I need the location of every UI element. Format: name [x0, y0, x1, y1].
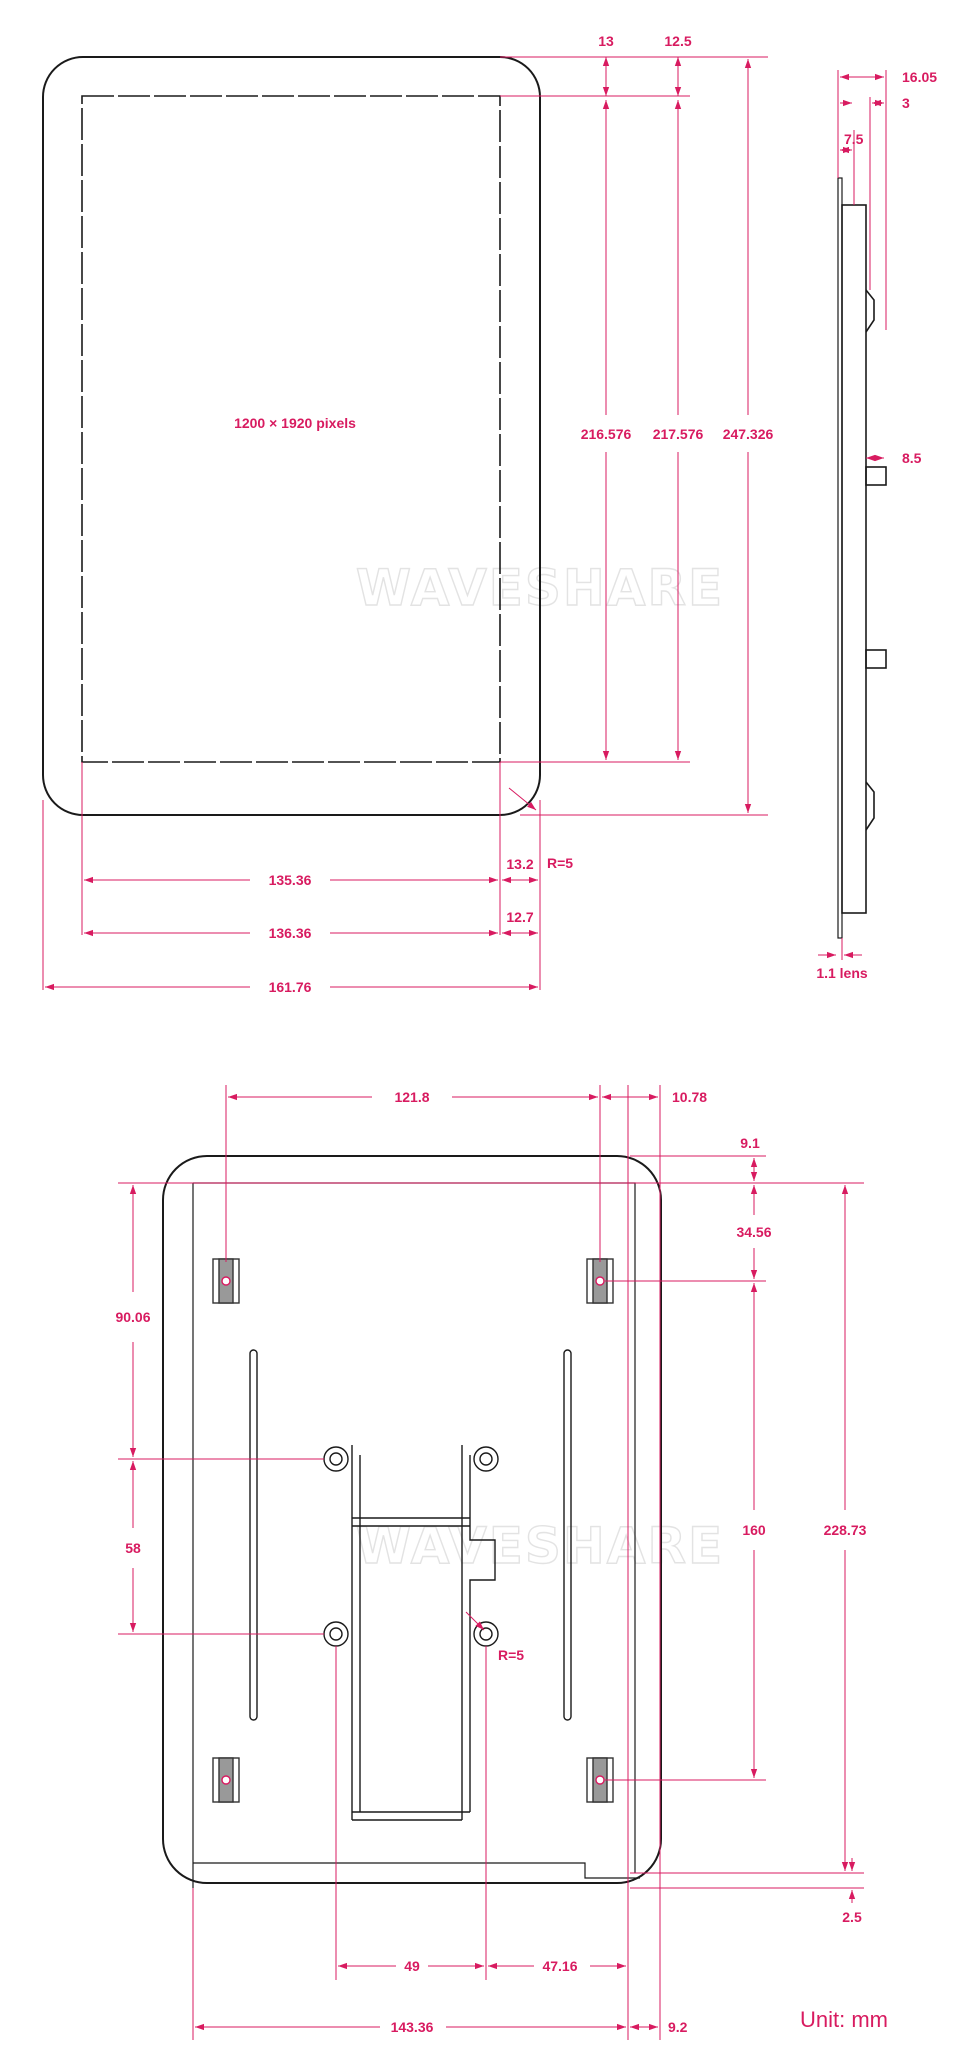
- active-height-label: 216.576: [581, 426, 632, 442]
- outline-height-label: 247.326: [723, 426, 774, 442]
- hinge-clip: [212, 1258, 240, 1304]
- back-view: 121.8 10.78 9.1 34.56 160 228.73 2.5 90.…: [115, 1085, 867, 2040]
- side-bracket-bottom: [865, 781, 875, 831]
- bottom-margin-label: 2.5: [842, 1909, 862, 1925]
- edge-margin-label: 9.2: [668, 2019, 688, 2035]
- vesa-top-label: 90.06: [115, 1309, 150, 1325]
- side-bracket-top: [865, 289, 875, 333]
- front-radius-label: R=5: [547, 855, 573, 871]
- back-radius-label: R=5: [498, 1647, 524, 1663]
- step-label: 7.5: [844, 131, 864, 147]
- bezel-side-label: 13.2: [506, 856, 533, 872]
- vent-slot-left: [249, 1349, 258, 1721]
- vesa-hole: [473, 1621, 499, 1647]
- active-area: [81, 95, 501, 763]
- back-outline: [162, 1155, 662, 1884]
- hinge-spacing-label: 121.8: [394, 1089, 429, 1105]
- back-width-label: 143.36: [391, 2019, 434, 2035]
- vesa-pitch-label: 58: [125, 1540, 141, 1556]
- side-connector-2: [865, 649, 887, 669]
- lens-label: 1.1 lens: [816, 965, 868, 981]
- side-connector-1: [865, 466, 887, 486]
- vent-slot-right: [563, 1349, 572, 1721]
- side-view: 16.05 3 7.5 8.5 1.1 lens: [816, 69, 937, 981]
- display-width-label: 136.36: [269, 925, 312, 941]
- unit-label: Unit: mm: [800, 2007, 888, 2032]
- side-body: [841, 204, 867, 914]
- top-margin-label: 9.1: [740, 1135, 760, 1151]
- bezel-top-inner-label: 12.5: [664, 33, 691, 49]
- total-thickness-label: 16.05: [902, 69, 937, 85]
- vesa-hole: [323, 1446, 349, 1472]
- vesa-hole: [473, 1446, 499, 1472]
- outline-width-label: 161.76: [269, 979, 312, 995]
- display-height-label: 217.576: [653, 426, 704, 442]
- active-width-label: 135.36: [269, 872, 312, 888]
- hinge-clip: [212, 1757, 240, 1803]
- front-outline: [42, 56, 541, 816]
- panel-thickness-label: 3: [902, 95, 910, 111]
- vesa-right-label: 47.16: [542, 1958, 577, 1974]
- bezel-top-label: 13: [598, 33, 614, 49]
- hinge-pitch-label: 160: [742, 1522, 766, 1538]
- back-height-label: 228.73: [824, 1522, 867, 1538]
- vesa-width-label: 49: [404, 1958, 420, 1974]
- vesa-hole: [323, 1621, 349, 1647]
- hinge-clip: [586, 1757, 614, 1803]
- connector-label: 8.5: [902, 450, 922, 466]
- bezel-side-inner-label: 12.7: [506, 909, 533, 925]
- front-view: 1200 × 1920 pixels 13 12.5 216.576 217.5: [42, 33, 774, 995]
- central-bracket: [351, 1445, 496, 1821]
- resolution-label: 1200 × 1920 pixels: [234, 415, 356, 431]
- hinge-from-top-label: 34.56: [736, 1224, 771, 1240]
- hinge-offset-label: 10.78: [672, 1089, 707, 1105]
